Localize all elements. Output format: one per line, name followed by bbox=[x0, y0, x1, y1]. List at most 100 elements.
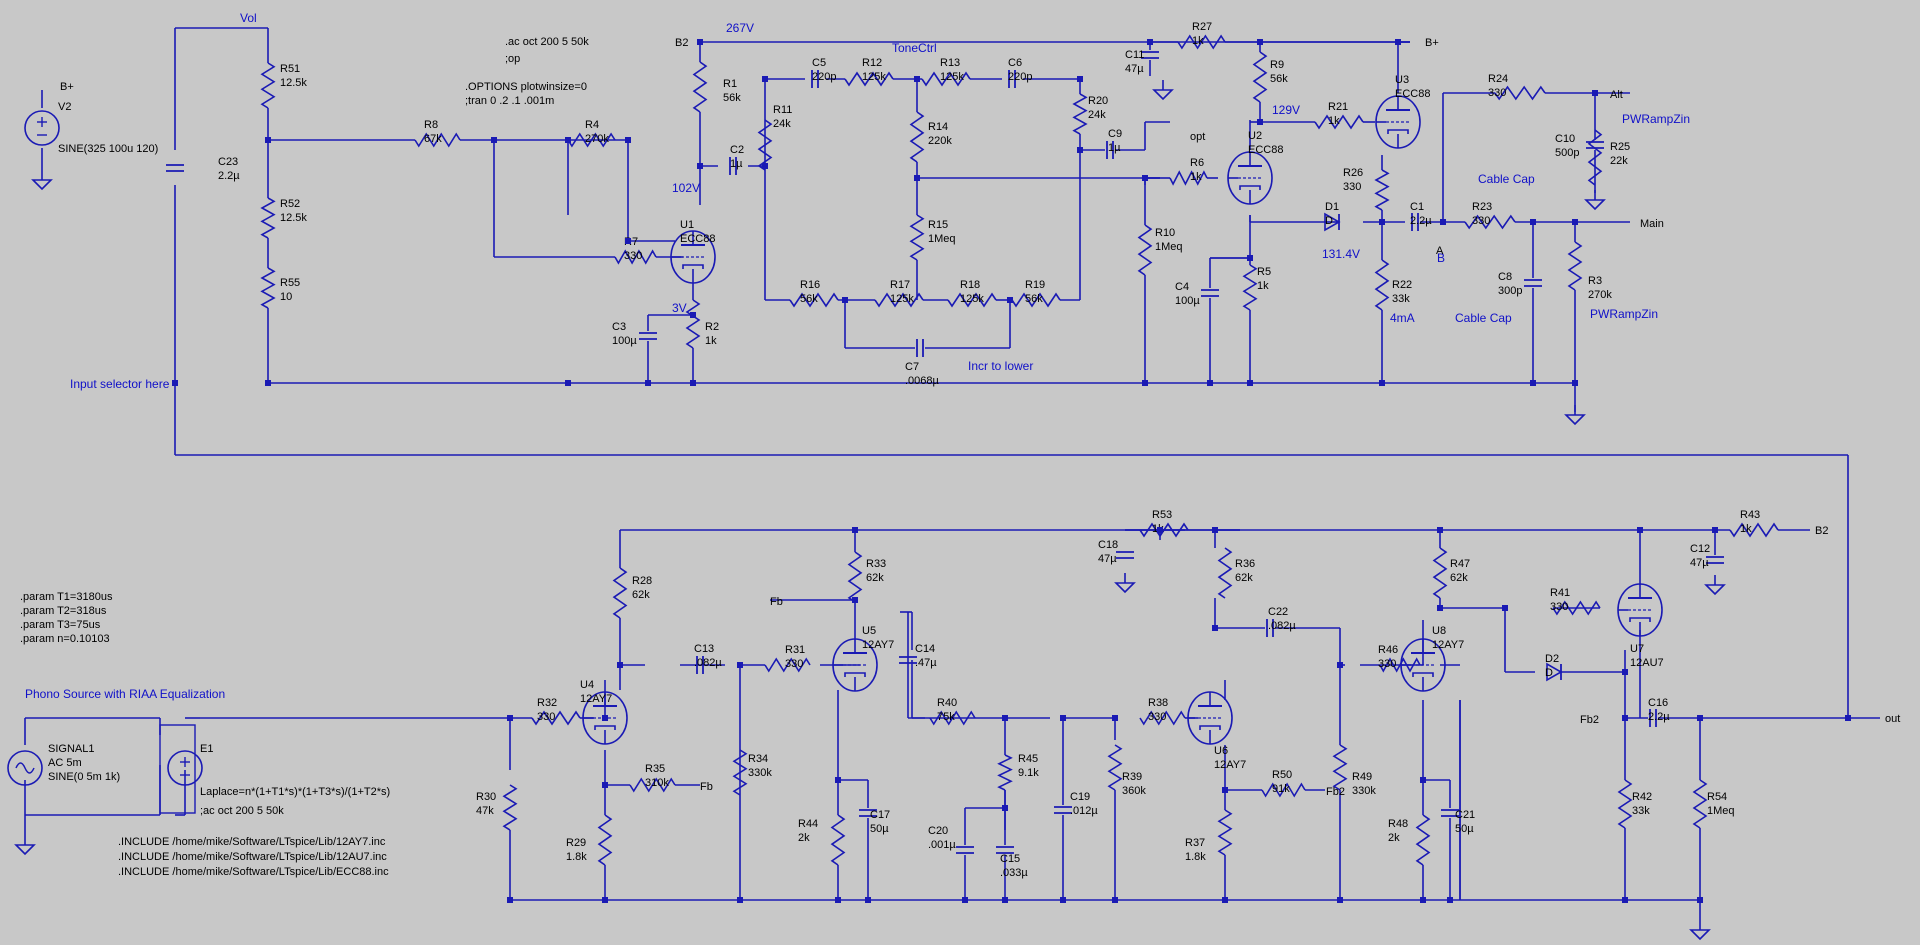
capacitor-c22[interactable]: C22.082µ bbox=[1266, 606, 1296, 637]
diode-d1[interactable]: D1D bbox=[1324, 201, 1341, 232]
component-value: 330k bbox=[1352, 785, 1376, 797]
capacitor-c19[interactable]: C19.012µ bbox=[1054, 791, 1098, 817]
junction-dot bbox=[1257, 119, 1263, 125]
capacitor-c15[interactable]: C15.033µ bbox=[996, 846, 1028, 879]
capacitor-c7[interactable]: C7.0068µ bbox=[905, 339, 940, 387]
resistor-r53[interactable]: R531k bbox=[1139, 509, 1189, 538]
dc-source-icon[interactable] bbox=[24, 110, 60, 146]
component-ref: R52 bbox=[280, 198, 300, 210]
component-value: 50µ bbox=[1455, 823, 1474, 835]
labels: .ac oct 200 5 50k;op.OPTIONS plotwinsize… bbox=[20, 11, 1900, 878]
component-value: 1k bbox=[1192, 35, 1204, 47]
junction-dot bbox=[507, 897, 513, 903]
dc-source-icon[interactable] bbox=[167, 750, 203, 786]
capacitor-c20[interactable]: C20.001µ bbox=[928, 825, 974, 854]
sine-source-icon[interactable] bbox=[7, 750, 43, 786]
diode-d2[interactable]: D2D bbox=[1545, 653, 1563, 682]
capacitor-c13[interactable]: C13.082µ bbox=[694, 643, 722, 674]
junction-dot bbox=[1142, 175, 1148, 181]
component-ref: R39 bbox=[1122, 771, 1142, 783]
capacitor-c14[interactable]: C14.47µ bbox=[899, 643, 937, 669]
capacitor-c1[interactable]: C12.2µ bbox=[1410, 201, 1432, 231]
